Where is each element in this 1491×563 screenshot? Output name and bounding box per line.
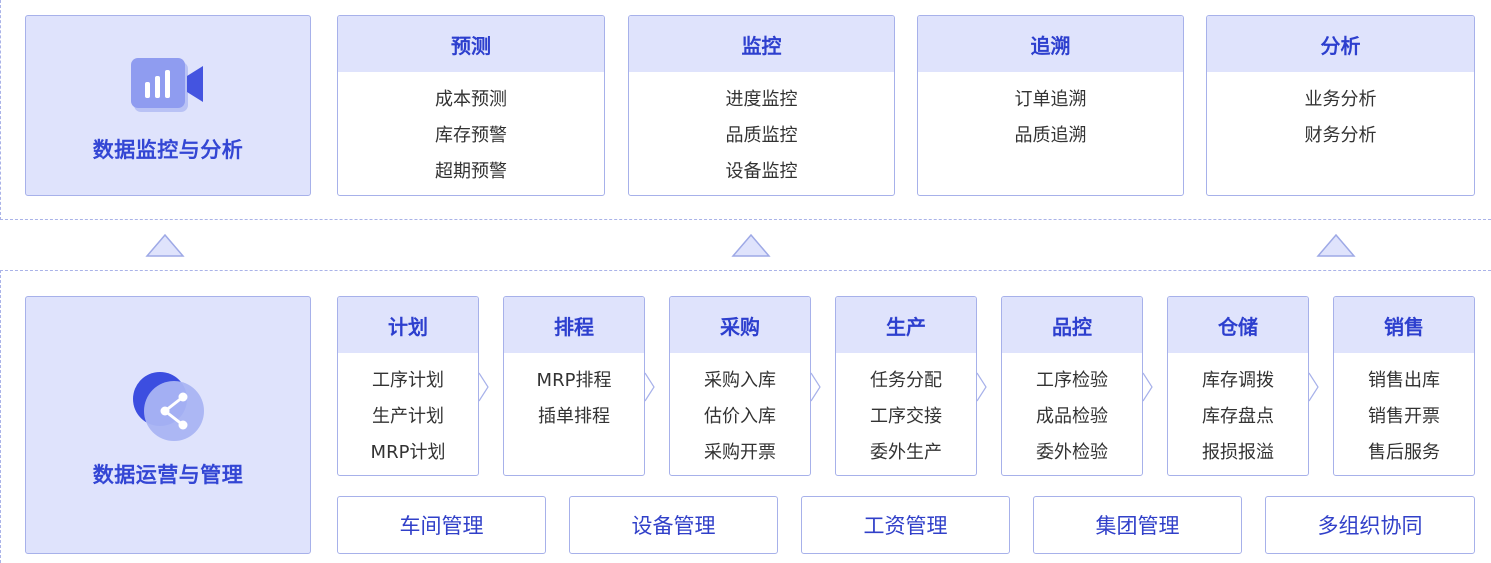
card-purchase-item: 采购开票 [704,442,776,463]
card-sales-item: 销售开票 [1368,406,1440,427]
arrow-up-icon [145,234,185,257]
bottom-section-box: 数据运营与管理 [25,296,311,554]
card-production-item: 工序交接 [870,406,942,427]
card-warehouse-title: 仓储 [1168,297,1308,353]
card-schedule-item: MRP排程 [536,370,612,391]
management-payroll: 工资管理 [801,496,1010,554]
card-trace: 追溯 订单追溯 品质追溯 [917,15,1184,196]
chevron-right-icon [810,372,821,402]
chevron-right-icon [1142,372,1153,402]
card-plan-item: 生产计划 [372,406,444,427]
card-analysis-item: 财务分析 [1304,125,1377,146]
card-analysis: 分析 业务分析 财务分析 [1206,15,1475,196]
top-section-title: 数据监控与分析 [92,138,244,162]
card-monitor-title: 监控 [629,16,894,72]
divider-top [0,219,1491,220]
management-equipment: 设备管理 [569,496,778,554]
card-quality-item: 成品检验 [1036,406,1108,427]
card-trace-item: 订单追溯 [1014,89,1087,110]
card-production-title: 生产 [836,297,976,353]
chevron-right-icon [1308,372,1319,402]
card-forecast-item: 超期预警 [435,161,507,182]
card-schedule-item: 插单排程 [538,406,610,427]
left-dashed-edge-bottom [0,270,1,563]
card-production-item: 任务分配 [870,370,942,391]
card-purchase-item: 采购入库 [704,370,776,391]
card-quality: 品控 工序检验 成品检验 委外检验 [1001,296,1143,476]
card-plan: 计划 工序计划 生产计划 MRP计划 [337,296,479,476]
chevron-right-icon [478,372,489,402]
card-purchase-title: 采购 [670,297,810,353]
card-production: 生产 任务分配 工序交接 委外生产 [835,296,977,476]
card-monitor: 监控 进度监控 品质监控 设备监控 [628,15,895,196]
card-forecast-item: 库存预警 [435,125,507,146]
card-trace-item: 品质追溯 [1014,125,1087,146]
management-group: 集团管理 [1033,496,1242,554]
top-section-box: 数据监控与分析 [25,15,311,196]
card-sales: 销售 销售出库 销售开票 售后服务 [1333,296,1475,476]
left-dashed-edge-top [0,0,1,220]
card-monitor-item: 设备监控 [725,161,798,182]
card-forecast-title: 预测 [338,16,604,72]
card-quality-item: 工序检验 [1036,370,1108,391]
card-production-item: 委外生产 [870,442,942,463]
card-schedule-title: 排程 [504,297,644,353]
chevron-right-icon [976,372,987,402]
share-network-icon [133,372,204,441]
card-trace-title: 追溯 [918,16,1183,72]
card-forecast: 预测 成本预测 库存预警 超期预警 [337,15,605,196]
card-sales-title: 销售 [1334,297,1474,353]
card-plan-item: MRP计划 [370,442,446,463]
divider-bottom [0,270,1491,271]
management-workshop: 车间管理 [337,496,546,554]
card-analysis-title: 分析 [1207,16,1474,72]
card-analysis-item: 业务分析 [1304,89,1377,110]
card-warehouse-item: 报损报溢 [1202,442,1274,463]
arrow-up-icon [731,234,771,257]
card-forecast-item: 成本预测 [435,89,507,110]
card-purchase: 采购 采购入库 估价入库 采购开票 [669,296,811,476]
card-sales-item: 售后服务 [1368,442,1440,463]
card-sales-item: 销售出库 [1368,370,1440,391]
card-schedule: 排程 MRP排程 插单排程 [503,296,645,476]
card-purchase-item: 估价入库 [704,406,776,427]
card-warehouse-item: 库存调拨 [1202,370,1274,391]
card-plan-item: 工序计划 [372,370,444,391]
card-monitor-item: 进度监控 [725,89,798,110]
video-chart-icon [131,58,203,112]
card-warehouse: 仓储 库存调拨 库存盘点 报损报溢 [1167,296,1309,476]
management-multi-org: 多组织协同 [1265,496,1475,554]
arrow-up-icon [1316,234,1356,257]
bottom-section-title: 数据运营与管理 [92,463,244,487]
card-quality-item: 委外检验 [1036,442,1108,463]
card-plan-title: 计划 [338,297,478,353]
card-monitor-item: 品质监控 [725,125,798,146]
card-quality-title: 品控 [1002,297,1142,353]
card-warehouse-item: 库存盘点 [1202,406,1274,427]
chevron-right-icon [644,372,655,402]
